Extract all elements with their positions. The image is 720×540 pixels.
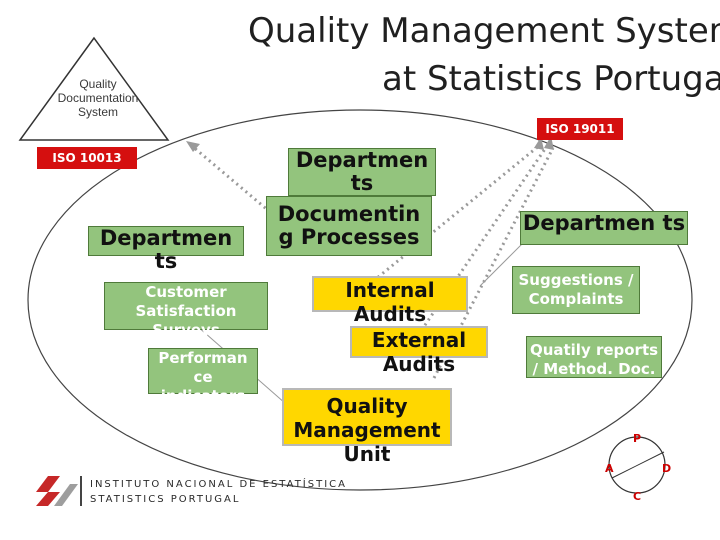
pdca-c: C [633,490,642,503]
departments-top-box: Departmen ts [288,148,436,196]
arrow-head [186,141,200,152]
customer-satisfaction-box: Customer Satisfaction Surveys [104,282,268,339]
pdca-circle [608,436,666,494]
documentation-triangle [18,36,170,141]
iso-19011-tag: ISO 19011 [537,118,623,140]
performance-indicators-box: Performan ce indicators [148,348,258,405]
dotted-arrow [406,145,549,351]
arrow-head [534,137,544,150]
system-ellipse [27,109,693,491]
ine-logo-icon [36,476,82,506]
departments-right-box: Departmen ts [520,211,688,245]
documenting-processes-box: Documentin g Processes [266,196,432,256]
pdca-d: D [662,462,672,475]
suggestions-complaints-box: Suggestions / Complaints [512,266,640,314]
logo-line-1: Instituto Nacional de Estatística [90,479,347,490]
pdca-divider [611,451,665,479]
dotted-arrow [349,143,541,302]
quality-reports-box: Quatily reports / Method. Doc. [526,336,662,378]
pdca-a: A [605,462,614,475]
departments-left-box: Departmen ts [88,226,244,273]
dotted-arrow [191,144,271,214]
internal-audits-box: Internal Audits [312,276,468,326]
quality-management-unit-box: Quality Management Unit [282,388,452,466]
title-line-1: Quality Management System [248,11,720,51]
external-audits-box: External Audits [350,326,488,376]
triangle-label: Quality Documentation System [57,77,139,119]
logo-line-2: Statistics Portugal [90,494,241,505]
iso-10013-tag: ISO 10013 [37,147,137,169]
title-line-2: at Statistics Portugal [382,59,720,99]
pdca-p: P [633,432,642,445]
